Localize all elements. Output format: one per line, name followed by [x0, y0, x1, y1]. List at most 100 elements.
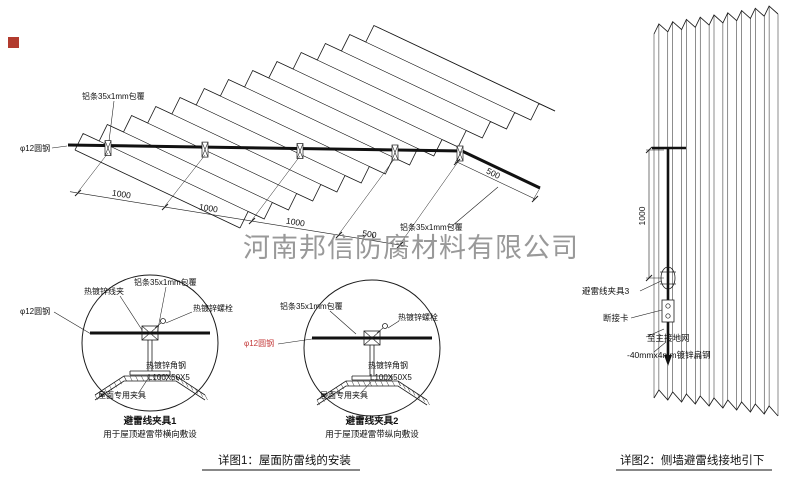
hatch-line [123, 375, 127, 382]
roof-left-edge [74, 149, 241, 229]
hatch-line [363, 380, 367, 387]
corrugation-line [292, 68, 459, 148]
hatch-line [368, 380, 372, 387]
corrugation-line [268, 77, 434, 157]
corrugation-line [220, 95, 386, 175]
c2-label-roof-clamp: 屋面专用夹具 [320, 390, 368, 400]
c1-label-strip: 铝条35x1mm包覆 [134, 277, 197, 287]
hatch-line [386, 380, 390, 387]
caption-detail2: 详图2：侧墙避雷线接地引下 [620, 453, 764, 467]
leader-line [156, 286, 167, 335]
c1-label-round-steel: φ12圆钢 [20, 306, 50, 316]
roof-dimension-chain [69, 150, 541, 249]
dim-tick [531, 195, 539, 203]
leader-line [359, 381, 372, 395]
hatch-line [99, 391, 103, 397]
hatch-line [94, 394, 98, 401]
bolt-mark [665, 313, 671, 319]
wall-elevation-drawing [645, 5, 779, 417]
dim-tick [74, 189, 82, 197]
red-stamp-icon [8, 37, 19, 48]
hatch-line [135, 375, 139, 382]
hatch-line [185, 382, 189, 388]
c1-label-bolt: 热镀锌螺栓 [193, 303, 233, 313]
corrugation-line [244, 86, 410, 166]
label-aluminum-strip-top: 铝条35x1mm包覆 [82, 91, 145, 101]
leader-line [630, 309, 663, 319]
line [104, 140, 112, 156]
line [363, 330, 381, 346]
corrugation-line [317, 59, 483, 139]
hatch-line [129, 375, 133, 382]
dim-1000-b: 1000 [198, 202, 219, 215]
roof-right-edge [389, 32, 556, 112]
dim-500-a: 500 [362, 228, 378, 240]
c2-label-angle-steel: 热镀锌角钢 [368, 360, 408, 370]
c1-label-wire-clip: 热镀锌线夹 [84, 286, 124, 296]
extension-line [338, 157, 396, 235]
extension-line [164, 154, 206, 207]
caption-detail1: 详图1：屋面防雷线的安装 [218, 453, 351, 467]
label-flat-steel: -40mmx4mm镀锌扁钢 [627, 350, 711, 360]
watermark: 河南邦信防腐材料有限公司 [243, 233, 579, 263]
hatch-line [345, 380, 349, 387]
hatch-line [170, 375, 173, 382]
hatch-line [326, 393, 330, 399]
corrugation-line [171, 113, 338, 193]
corrugation-line [196, 104, 362, 184]
dim-tick [645, 146, 653, 154]
hatch-line [357, 380, 361, 387]
c2-label-round-steel: φ12圆钢 [244, 338, 274, 348]
dim-tick [335, 231, 343, 239]
extension-line [399, 158, 461, 245]
disconnect-card-mark [661, 299, 675, 323]
hatch-line [336, 387, 340, 393]
dim-tick [645, 274, 653, 282]
line [456, 145, 464, 162]
extension-line [77, 152, 109, 193]
line [141, 325, 159, 341]
label-wall-clamp: 避雷线夹具3 [582, 286, 630, 296]
hatch-line [118, 379, 122, 385]
detail-circle [303, 279, 441, 417]
roof-isometric-view [67, 24, 556, 229]
roof-sheet-profile [316, 385, 428, 406]
c1-label-angle-steel: 热镀锌角钢 [146, 360, 186, 370]
c2-label-bolt: 热镀锌螺栓 [398, 312, 438, 322]
leader-lines [51, 100, 667, 395]
c1-subtitle: 用于屋顶避雷带横向敷设 [103, 429, 197, 439]
c1-label-angle-size: L100X50X5 [148, 373, 190, 382]
line [391, 144, 399, 161]
leader-line [119, 295, 143, 331]
hatch-line [175, 375, 179, 382]
leader-line [639, 280, 662, 292]
c1-label-roof-clamp: 屋面专用夹具 [98, 390, 146, 400]
label-round-steel-roof: φ12圆钢 [20, 143, 50, 153]
c2-title: 避雷线夹具2 [346, 415, 399, 427]
hatch-line [164, 375, 168, 382]
hatch-line [109, 385, 113, 391]
leader-line [108, 100, 115, 142]
dim-tick [248, 217, 256, 225]
line [376, 327, 384, 334]
leader-line [653, 341, 667, 353]
extension-line [532, 187, 541, 201]
leader-line [53, 311, 92, 335]
hatch-line [180, 379, 184, 385]
hatch-line [114, 382, 118, 388]
c2-label-angle-size: L100X50X5 [370, 373, 412, 382]
dim-chain-line [69, 191, 409, 247]
detail-circle [81, 274, 219, 412]
leader-line [51, 145, 68, 149]
corrugation-line [365, 41, 531, 121]
hatch-line [417, 393, 421, 399]
dim-1000-c: 1000 [285, 216, 306, 229]
dim-1000-a: 1000 [111, 188, 132, 201]
c2-label-strip: 铝条35x1mm包覆 [280, 301, 343, 311]
hatch-line [380, 380, 384, 387]
clamp2-detail-drawing [303, 279, 441, 417]
leader-line [137, 376, 150, 395]
hatch-line [340, 384, 344, 390]
bolt-mark [665, 303, 671, 309]
